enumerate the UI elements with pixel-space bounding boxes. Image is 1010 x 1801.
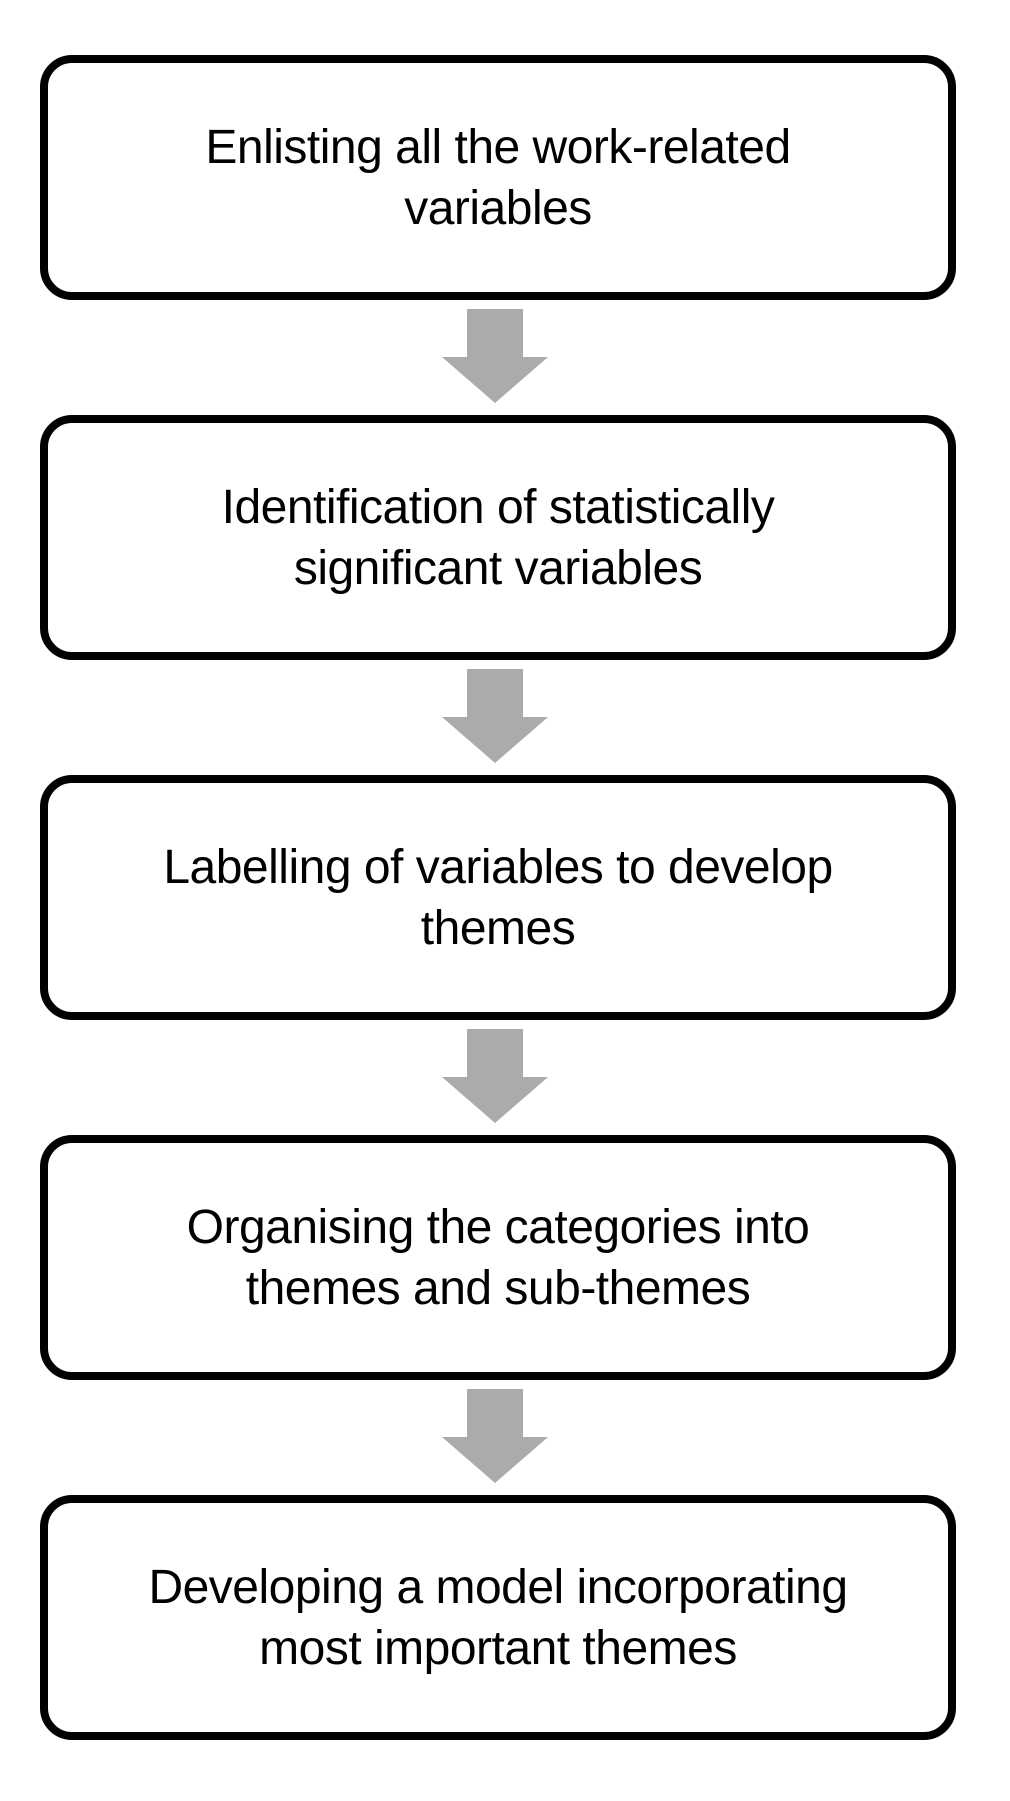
flow-step-2: Identification of statistically signific… [40, 415, 956, 660]
flow-step-1: Enlisting all the work-related variables [40, 55, 956, 300]
down-arrow-2-shape [442, 669, 548, 763]
flow-step-3-label-line-2: themes [420, 901, 576, 955]
flow-step-2-label-line-2: significant variables [293, 541, 703, 595]
down-arrow-3-shape [442, 1029, 548, 1123]
flow-step-3: Labelling of variables to develop themes [40, 775, 956, 1020]
flow-step-5-label-line-1: Developing a model incorporating [148, 1560, 848, 1614]
flow-step-4-label-line-1: Organising the categories into [186, 1200, 810, 1254]
flow-step-1-label-line-2: variables [404, 181, 592, 235]
flow-step-1-label-line-1: Enlisting all the work-related [205, 120, 791, 174]
flow-step-3-label-line-1: Labelling of variables to develop [163, 840, 833, 894]
down-arrow-2-icon [442, 669, 548, 763]
down-arrow-3-icon [442, 1029, 548, 1123]
down-arrow-1-icon [442, 309, 548, 403]
flow-step-4-label-line-2: themes and sub-themes [245, 1261, 751, 1315]
down-arrow-1-shape [442, 309, 548, 403]
flow-step-5-label-line-2: most important themes [259, 1621, 737, 1675]
flow-step-5: Developing a model incorporating most im… [40, 1495, 956, 1740]
down-arrow-4-shape [442, 1389, 548, 1483]
down-arrow-4-icon [442, 1389, 548, 1483]
flow-step-2-label-line-1: Identification of statistically [221, 480, 775, 534]
flow-step-4: Organising the categories into themes an… [40, 1135, 956, 1380]
